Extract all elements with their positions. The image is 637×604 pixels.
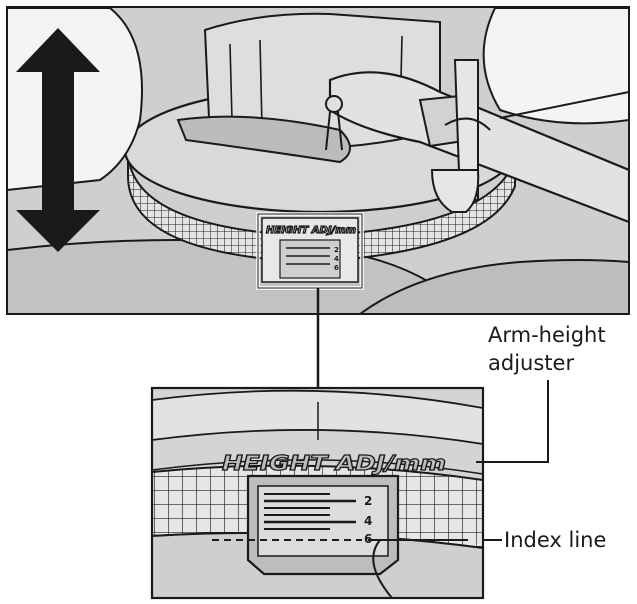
top-illustration: HEIGHT ADJ/mm 2 4 6 [7, 7, 629, 314]
cue-lever [176, 115, 351, 164]
top-scale-number: 6 [334, 264, 339, 272]
tonearm-tube [328, 71, 629, 224]
zoom-detail: HEIGHT ADJ/mm 2 4 6 [152, 388, 483, 598]
index-line-label: Index line [504, 528, 606, 552]
top-scale-number: 2 [334, 246, 339, 254]
scale-number-2: 2 [364, 494, 372, 508]
dial-heading-text: HEIGHT ADJ/mm [222, 451, 446, 475]
top-scale-number: 4 [334, 255, 339, 263]
plinth-surface [358, 259, 629, 314]
height-adjust-ring [127, 149, 516, 264]
arm-height-label-line2: adjuster [488, 351, 574, 375]
arm-height-label-line1: Arm-height [488, 323, 606, 347]
screwdriver [499, 91, 629, 119]
arm-height-leader-line [476, 380, 549, 463]
anti-skate-knob [430, 169, 480, 213]
arm-rest [453, 59, 479, 201]
top-dial-heading: HEIGHT ADJ/mm [266, 225, 356, 236]
scale-number-4: 4 [364, 514, 372, 528]
zoom-panel-frame [150, 386, 485, 600]
right-hand [482, 7, 629, 125]
up-down-arrow-icon [16, 28, 100, 252]
